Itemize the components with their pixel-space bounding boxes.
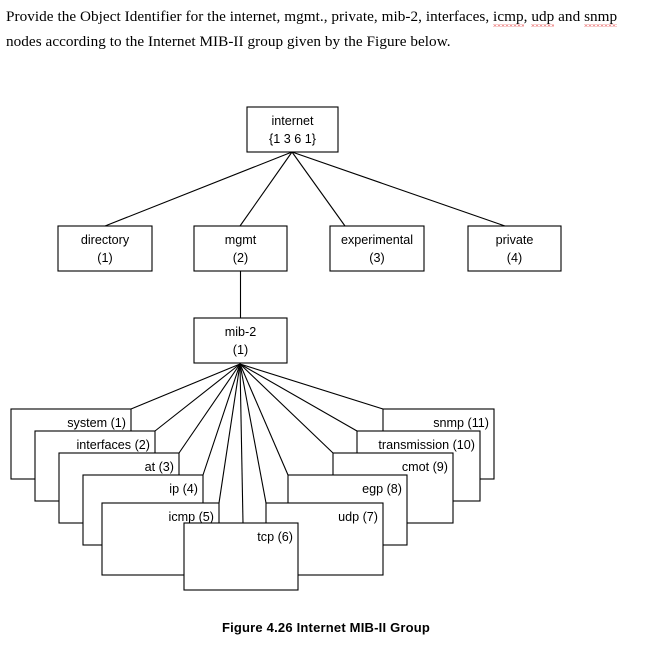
prompt-text-part-1: Provide the Object Identifier for the in… [6,8,494,25]
edges-root-to-level2 [104,151,506,227]
edges-mib2-to-children [130,363,384,524]
node-internet: internet {1 3 6 1} [246,106,339,153]
prompt-text-part-4: nodes according to the Internet MIB-II g… [6,33,451,50]
prompt-text-part-2: , [523,8,528,25]
node-private-number: (4) [507,251,522,265]
prompt-misspelled-udp: udp [531,8,555,25]
node-mib2: mib-2 (1) [193,317,288,364]
node-private-label: private [496,233,534,247]
node-ip-label: ip (4) [169,482,198,496]
node-mgmt-label: mgmt [225,233,257,247]
node-mib2-number: (1) [233,343,248,357]
node-private: private (4) [467,225,562,272]
node-cmot-label: cmot (9) [402,460,448,474]
node-tcp: tcp (6) [183,522,299,591]
node-egp-label: egp (8) [362,482,402,496]
node-at-label: at (3) [145,460,174,474]
node-mgmt: mgmt (2) [193,225,288,272]
node-internet-oid: {1 3 6 1} [269,132,316,146]
node-directory-label: directory [81,233,130,247]
node-transmission-label: transmission (10) [378,438,475,452]
node-icmp-label: icmp (5) [169,510,214,524]
question-prompt: Provide the Object Identifier for the in… [6,4,646,54]
node-internet-label: internet [271,114,314,128]
mib-tree-figure: internet {1 3 6 1} directory (1) mgmt (2… [0,90,652,610]
node-mgmt-number: (2) [233,251,248,265]
node-experimental: experimental (3) [329,225,425,272]
node-interfaces-label: interfaces (2) [77,438,151,452]
node-experimental-label: experimental [341,233,413,247]
node-experimental-number: (3) [369,251,384,265]
node-directory-number: (1) [97,251,112,265]
figure-caption: Figure 4.26 Internet MIB-II Group [221,620,431,635]
node-udp-label: udp (7) [338,510,378,524]
node-mib2-label: mib-2 [225,325,257,339]
node-directory: directory (1) [57,225,153,272]
node-tcp-label: tcp (6) [257,530,293,544]
node-snmp-label: snmp (11) [433,416,489,430]
prompt-misspelled-snmp: snmp [584,8,618,25]
prompt-misspelled-icmp: icmp [493,8,524,25]
node-system-label: system (1) [67,416,126,430]
prompt-text-part-3: and [554,8,585,25]
